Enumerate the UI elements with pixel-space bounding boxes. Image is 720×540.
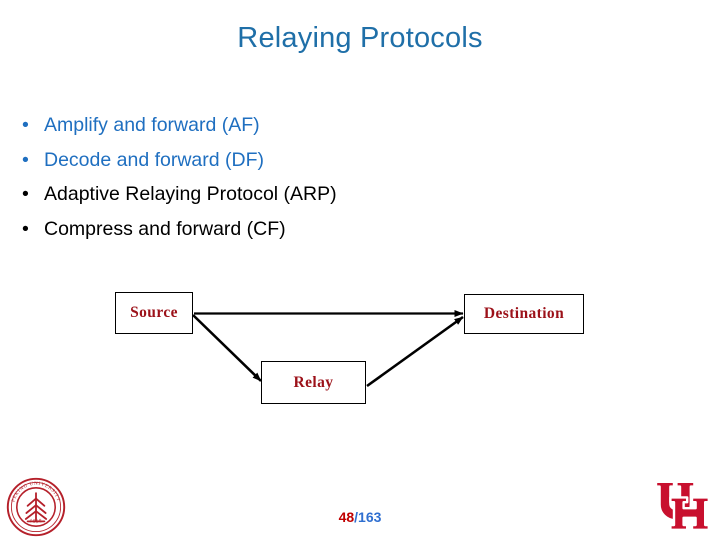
relay-to-destination-arrow (366, 315, 464, 388)
page-title: Relaying Protocols (237, 22, 483, 54)
list-item: • Adaptive Relaying Protocol (ARP) (14, 177, 484, 212)
page-number-current: 48 (338, 509, 355, 525)
diagram-node-destination[interactable]: Destination (464, 294, 584, 334)
page-number: 48/163 (0, 509, 720, 525)
list-item-label: Compress and forward (CF) (44, 217, 286, 240)
diagram-node-source[interactable]: Source (115, 292, 193, 334)
peking-university-seal-icon: PEKING UNIVERSITY 1898 (6, 477, 66, 537)
list-item-label: Adaptive Relaying Protocol (ARP) (44, 183, 337, 205)
bullet-marker-icon: • (22, 217, 29, 240)
uh-letter-h (669, 496, 710, 531)
list-item: • Amplify and forward (AF) (14, 108, 484, 143)
source-to-relay-arrow (192, 314, 262, 382)
svg-text:1898: 1898 (28, 518, 43, 525)
bullet-marker-icon: • (22, 148, 29, 171)
seal-year-text: 1898 (28, 518, 42, 525)
list-item-label: Decode and forward (DF) (44, 148, 265, 171)
bullet-list: • Amplify and forward (AF) • Decode and … (14, 108, 484, 246)
university-of-houston-uh-icon (654, 480, 710, 531)
list-item-label: Amplify and forward (AF) (44, 114, 260, 136)
bullet-marker-icon: • (22, 183, 29, 205)
bullet-marker-icon: • (22, 114, 29, 136)
list-item: • Compress and forward (CF) (14, 212, 484, 247)
page-number-total: /163 (354, 509, 382, 525)
list-item: • Decode and forward (DF) (14, 143, 484, 178)
diagram-node-relay[interactable]: Relay (261, 361, 366, 404)
